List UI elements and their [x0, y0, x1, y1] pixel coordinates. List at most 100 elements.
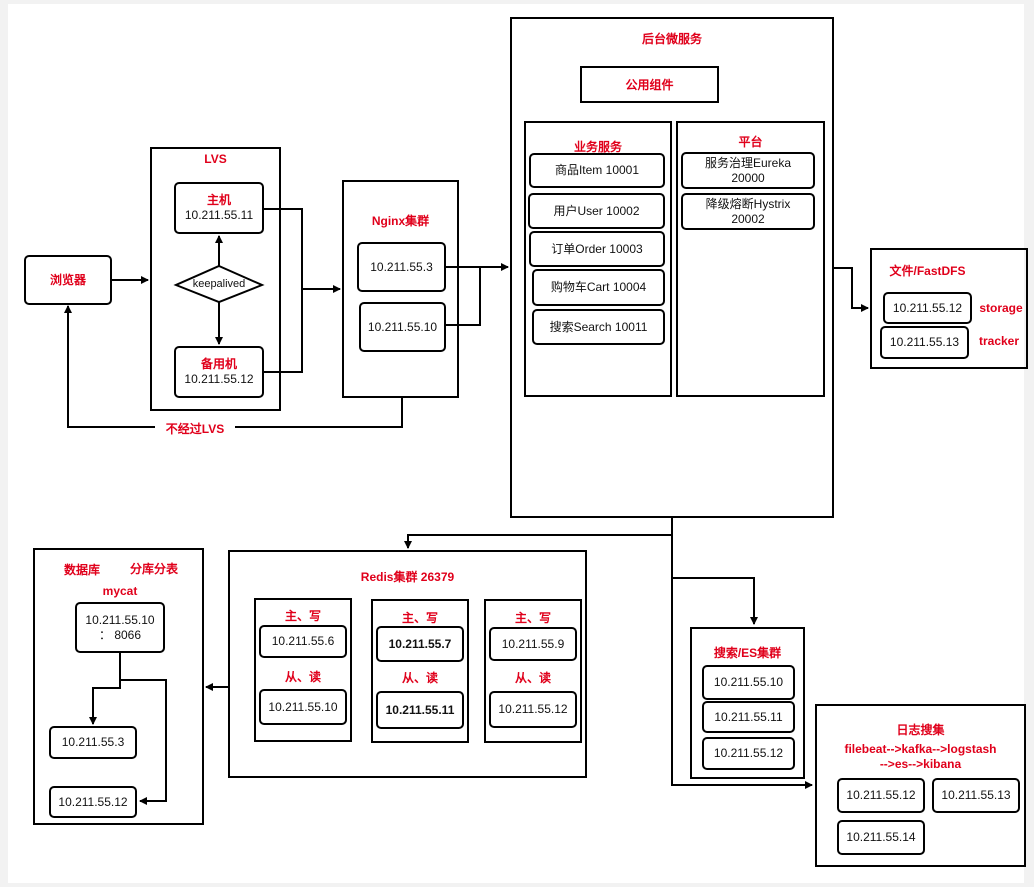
lvs-container [150, 147, 281, 411]
logs-node-3: 10.211.55.14 [837, 820, 925, 855]
redis-group-2-master: 10.211.55.7 [376, 626, 464, 662]
lvs-master-ip: 10.211.55.11 [184, 208, 254, 222]
line-backup-nginx [264, 289, 303, 373]
browser-label: 浏览器 [49, 272, 86, 287]
redis-group-1-slave-ip: 10.211.55.10 [268, 699, 338, 714]
database-container [33, 548, 204, 825]
redis-title: Redis集群 26379 [360, 570, 455, 584]
service-cart: 购物车Cart 10004 [532, 269, 665, 306]
keepalived-diamond [173, 264, 265, 304]
arrow-mycat-node1 [89, 653, 121, 725]
es-node-2: 10.211.55.11 [702, 701, 795, 733]
logs-node-3-ip: 10.211.55.14 [846, 830, 916, 844]
arrow-backend-fastdfs [834, 267, 869, 312]
platform-hystrix-line1: 降级熔断Hystrix [705, 196, 791, 211]
backend-container [510, 17, 834, 518]
keepalived-label: keepalived [192, 278, 246, 290]
db-node-1-ip: 10.211.55.3 [61, 735, 125, 749]
nginx-container [342, 180, 459, 398]
common-components-box: 公用组件 [580, 66, 719, 103]
browser-box: 浏览器 [24, 255, 112, 305]
es-title: 搜索/ES集群 [713, 646, 782, 660]
fastdfs-tracker-label: tracker [978, 334, 1020, 348]
es-node-2-ip: 10.211.55.11 [714, 709, 783, 724]
redis-group-3-master-ip: 10.211.55.9 [501, 636, 565, 651]
service-search: 搜索Search 10011 [532, 309, 665, 345]
es-node-3: 10.211.55.12 [702, 737, 795, 770]
platform-title: 平台 [738, 135, 763, 149]
redis-group-1-slave-label: 从、读 [284, 670, 321, 684]
database-sharding-label: 分库分表 [129, 562, 178, 576]
lvs-backup-title: 备用机 [200, 357, 237, 371]
arrow-bypass-lvs [64, 305, 403, 428]
redis-group-3-slave-label: 从、读 [514, 671, 551, 685]
service-order: 订单Order 10003 [529, 231, 665, 267]
arrow-backend-es [671, 518, 758, 625]
db-node-1: 10.211.55.3 [49, 726, 137, 759]
service-item: 商品Item 10001 [529, 153, 665, 188]
backend-title: 后台微服务 [641, 32, 702, 46]
platform-eureka: 服务治理Eureka 20000 [681, 152, 815, 189]
redis-group-1-slave: 10.211.55.10 [259, 689, 347, 725]
redis-group-3 [484, 599, 582, 743]
platform-hystrix: 降级熔断Hystrix 20002 [681, 193, 815, 230]
redis-group-2 [371, 599, 469, 743]
lvs-master-box: 主机 10.211.55.11 [174, 182, 264, 234]
es-node-3-ip: 10.211.55.12 [713, 746, 784, 760]
redis-group-1 [254, 598, 352, 742]
service-item-label: 商品Item 10001 [554, 163, 640, 177]
lvs-backup-ip: 10.211.55.12 [184, 372, 254, 386]
redis-group-2-master-label: 主、写 [401, 611, 438, 625]
lvs-master-title: 主机 [206, 193, 231, 207]
redis-group-3-master-label: 主、写 [514, 611, 551, 625]
arrow-mycat-node2 [120, 679, 167, 805]
business-services-title: 业务服务 [573, 140, 622, 154]
platform-container [676, 121, 825, 397]
es-node-1-ip: 10.211.55.10 [713, 675, 784, 689]
fastdfs-container [870, 248, 1028, 369]
redis-group-2-slave-label: 从、读 [401, 671, 438, 685]
nginx-node-2-ip: 10.211.55.10 [367, 319, 438, 334]
redis-group-2-master-ip: 10.211.55.7 [388, 636, 452, 651]
mycat-ip-line1: 10.211.55.10 [85, 612, 155, 627]
redis-group-3-master: 10.211.55.9 [489, 627, 577, 661]
fastdfs-storage-ip: 10.211.55.12 [892, 300, 963, 315]
es-container [690, 627, 805, 779]
nginx-title: Nginx集群 [371, 214, 430, 228]
logs-node-2: 10.211.55.13 [932, 778, 1020, 813]
platform-eureka-line2: 20000 [731, 170, 765, 185]
db-node-2: 10.211.55.12 [49, 786, 137, 818]
redis-container [228, 550, 587, 778]
fastdfs-title: 文件/FastDFS [889, 264, 966, 278]
logs-node-2-ip: 10.211.55.13 [941, 788, 1011, 802]
fastdfs-tracker-node: 10.211.55.13 [880, 326, 969, 359]
logs-node-1-ip: 10.211.55.12 [846, 788, 916, 802]
service-user: 用户User 10002 [528, 193, 665, 229]
service-user-label: 用户User 10002 [553, 203, 640, 218]
lvs-backup-box: 备用机 10.211.55.12 [174, 346, 264, 398]
logs-title: 日志搜集 [896, 723, 945, 737]
mycat-ip-line2: ： 8066 [98, 627, 142, 642]
nginx-node-2: 10.211.55.10 [359, 302, 446, 352]
platform-hystrix-line2: 20002 [731, 211, 765, 226]
service-search-label: 搜索Search 10011 [549, 319, 648, 334]
logs-pipeline-line2: -->es-->kibana [879, 757, 962, 771]
platform-eureka-line1: 服务治理Eureka [704, 155, 792, 170]
service-order-label: 订单Order 10003 [551, 241, 643, 256]
arrow-backend-logs [671, 578, 813, 789]
redis-group-2-slave: 10.211.55.11 [376, 691, 464, 729]
redis-group-1-master-ip: 10.211.55.6 [271, 634, 335, 648]
logs-pipeline-line1: filebeat-->kafka-->logstash [844, 742, 997, 756]
diagram-background [8, 4, 1024, 883]
bypass-lvs-label: 不经过LVS [155, 420, 235, 437]
redis-group-3-slave: 10.211.55.12 [489, 691, 577, 728]
nginx-node-1: 10.211.55.3 [357, 242, 446, 292]
es-node-1: 10.211.55.10 [702, 665, 795, 700]
fastdfs-tracker-ip: 10.211.55.13 [889, 335, 960, 349]
lvs-title: LVS [204, 152, 227, 166]
logs-container [815, 704, 1026, 867]
line-master-nginx [264, 208, 303, 289]
business-services-container [524, 121, 672, 397]
